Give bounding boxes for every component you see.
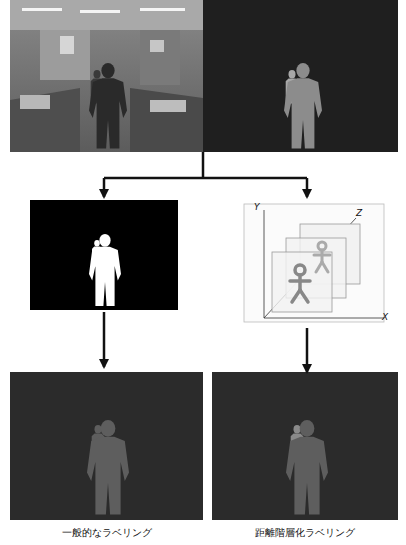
caption: 一般的なラベリング [10,526,203,540]
desk-items [150,100,186,112]
flow-arrow [306,328,309,372]
mask-background [30,200,178,310]
label-person [286,420,328,515]
layer-diagram-node: Y Z X [222,200,392,328]
ceiling-light [80,10,120,13]
figure-leg [292,290,300,302]
axis-label: Y [254,202,260,212]
stick-figure [290,265,310,302]
notice-board [60,36,74,54]
figure-leg [316,262,322,272]
axis-label: Z [356,208,362,218]
layered-labeling-image [212,372,398,520]
figure-arms [314,254,330,257]
person [89,63,127,149]
label-result-node: 一般的なラベリング [10,372,203,544]
split-arrow [104,152,307,197]
label-background [212,372,398,520]
layer-illustration [244,204,384,322]
depth-background [203,0,398,152]
office-photo [10,0,203,152]
arrow-down [103,312,106,367]
x-axis [264,318,384,319]
figure-arms [290,279,310,283]
arrow-down [306,178,309,197]
wall-panel [40,30,90,80]
stick-figure [314,242,330,272]
label-background [10,372,203,520]
desk-items [20,95,50,109]
desk [10,88,80,152]
caption: 距離階層化ラベリング [212,526,398,540]
cabinet [140,30,180,85]
arrow-branch [104,177,307,180]
poster [150,40,164,52]
ceiling-light [140,8,185,11]
depth-layer [272,252,332,312]
arrow-down [103,178,106,197]
illustration-frame [244,204,384,322]
figure-leg [300,290,308,302]
desk [130,88,203,152]
axis-label: X [382,312,388,322]
ceiling-light [22,8,62,11]
depth-image [203,0,398,152]
y-axis [264,210,265,318]
ceiling [10,0,203,30]
label-result-node: 距離階層化ラベリング [212,372,398,544]
general-labeling-image [10,372,203,520]
depth-person [284,63,322,149]
label-person [87,420,129,515]
mask-person [89,234,121,306]
photo-background [10,0,203,152]
arrow-stem [202,152,205,178]
figure-leg [322,262,328,272]
binary-mask [30,200,178,310]
